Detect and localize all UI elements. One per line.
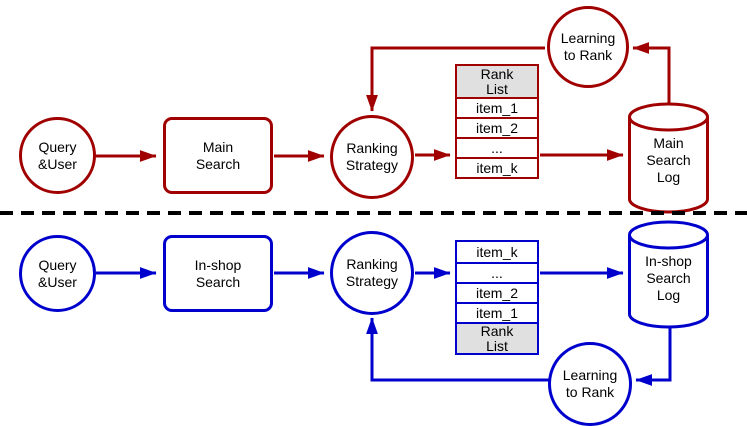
rank-list-row: item_k (457, 157, 537, 177)
inshop-search-label: In-shop (194, 256, 242, 273)
rank-list-row: item_1 (457, 302, 537, 322)
ranking-strategy-node-bottom: Ranking Strategy (330, 231, 414, 315)
rank-list-table-top: Rank List item_1 item_2 ... item_k (455, 64, 539, 179)
query-user-label: Query (38, 138, 77, 155)
ranking-strategy-label: Ranking (346, 256, 398, 272)
learning-to-rank-label: to Rank (565, 384, 615, 400)
rank-list-table-bottom: item_k ... item_2 item_1 Rank List (455, 240, 539, 355)
query-user-node-top: Query &User (19, 117, 96, 194)
rank-list-row: ... (457, 262, 537, 282)
learning-to-rank-label: to Rank (563, 47, 613, 63)
inshop-search-label: Search (195, 273, 241, 290)
inshop-search-node: In-shop Search (163, 235, 273, 312)
rank-list-header: Rank List (457, 66, 537, 97)
query-user-label: &User (38, 155, 77, 172)
query-user-label: &User (38, 273, 77, 290)
arrow-log-to-learning-bottom (635, 327, 672, 386)
arrow-log-to-learning (632, 42, 671, 104)
learning-to-rank-label: Learning (560, 30, 616, 46)
rank-list-row: item_k (457, 242, 537, 262)
query-user-node-bottom: Query &User (19, 235, 96, 312)
inshop-search-log-label: In-shop Search Log (645, 252, 692, 303)
ranking-strategy-label: Ranking (346, 140, 398, 156)
learning-to-rank-node-bottom: Learning to Rank (548, 342, 632, 426)
rank-list-row: item_1 (457, 97, 537, 117)
ranking-strategy-label: Strategy (345, 273, 399, 289)
query-user-label: Query (38, 256, 77, 273)
rank-list-header: Rank List (457, 322, 537, 353)
main-search-label: Search (195, 155, 241, 172)
main-search-label: Main (202, 138, 234, 155)
learning-to-rank-node-top: Learning to Rank (547, 6, 629, 88)
rank-list-row: ... (457, 137, 537, 157)
rank-list-row: item_2 (457, 117, 537, 137)
ranking-strategy-node-top: Ranking Strategy (330, 115, 414, 199)
main-search-log-label: Main Search Log (646, 134, 691, 185)
learning-to-rank-label: Learning (562, 367, 618, 383)
main-search-node: Main Search (163, 117, 273, 194)
rank-list-row: item_2 (457, 282, 537, 302)
ranking-strategy-label: Strategy (345, 157, 399, 173)
